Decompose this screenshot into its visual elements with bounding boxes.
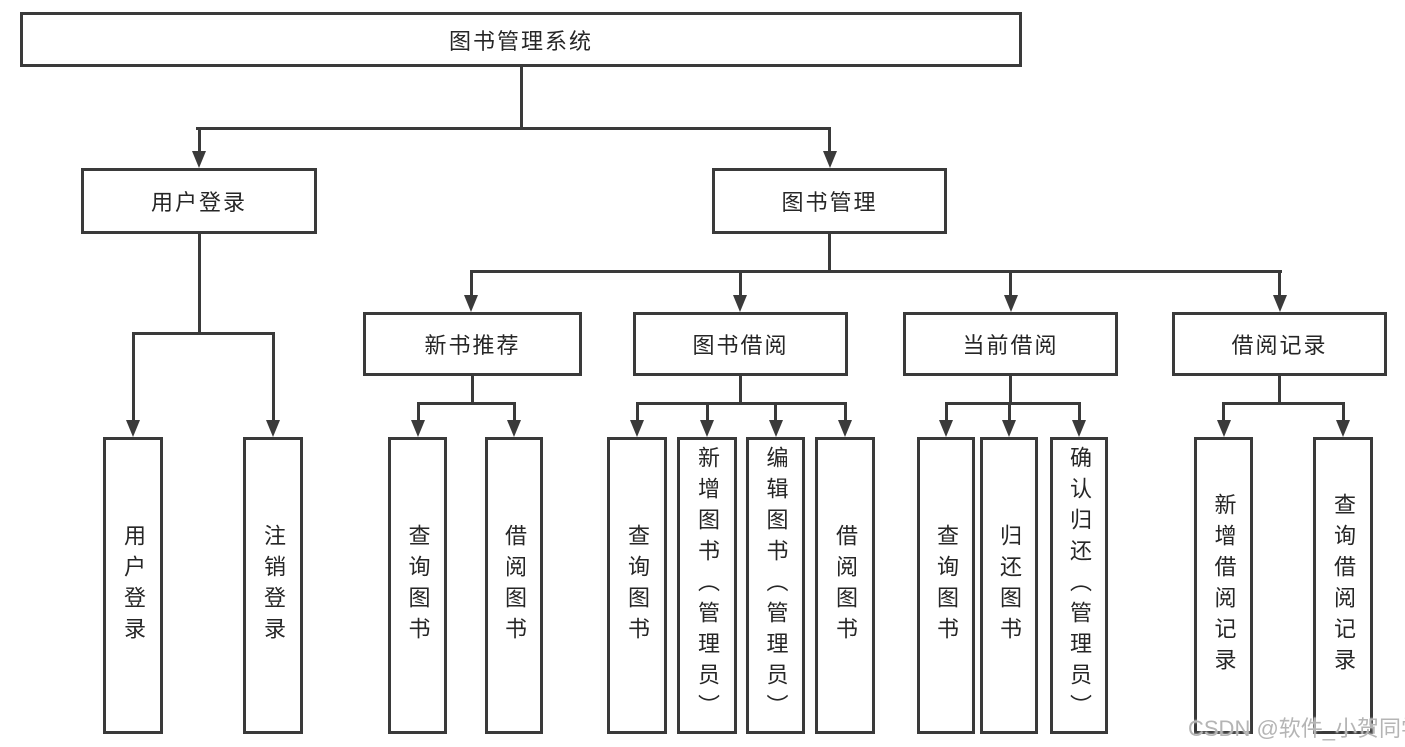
connector-arrow [939,420,953,437]
leaf-label: 新增图书（管理员） [695,446,720,725]
connector-line [416,402,420,420]
connector-line [1278,376,1281,404]
connector-line [1009,376,1012,404]
connector-arrow [1002,420,1016,437]
node-label: 图书借阅 [692,333,789,358]
node-label: 用户登录 [150,190,247,215]
leaf-label: 查询借阅记录 [1331,492,1356,679]
connector-arrow [822,151,837,168]
leaf-query-books-current: 查询图书 [917,437,975,734]
connector-line [738,270,742,296]
connector-line [131,332,135,420]
node-label: 新书推荐 [424,333,521,358]
leaf-label: 查询图书 [625,523,650,648]
connector-arrow [768,420,783,437]
csdn-watermark: CSDN @软件_小贺同学 [1188,716,1405,741]
connector-line [828,127,831,153]
connector-line [635,402,639,420]
connector-line [705,402,709,420]
connector-line [1278,270,1281,296]
connector-line [197,127,201,153]
node-current-borrow: 当前借阅 [903,312,1118,376]
connector-line [131,332,275,335]
connector-arrow [411,420,425,437]
leaf-query-books-borrow: 查询图书 [607,437,667,734]
connector-arrow [733,295,747,312]
leaf-return-book: 归还图书 [980,437,1038,734]
leaf-label: 用户登录 [121,523,146,648]
leaf-confirm-return-admin: 确认归还（管理员） [1050,437,1108,734]
node-label: 当前借阅 [962,333,1059,358]
node-label: 借阅记录 [1231,333,1328,358]
leaf-label: 借阅图书 [833,523,858,648]
connector-arrow [1003,295,1018,312]
connector-line [1007,402,1011,420]
node-user-login: 用户登录 [81,168,317,234]
leaf-label: 注销登录 [261,523,286,648]
leaf-label: 查询图书 [934,523,959,648]
connector-arrow [1336,420,1350,437]
connector-arrow [464,295,478,312]
leaf-edit-book-admin: 编辑图书（管理员） [746,437,805,734]
connector-line [635,402,847,405]
connector-arrow [838,420,852,437]
connector-arrow [700,420,714,437]
connector-line [271,332,275,420]
node-book-borrow: 图书借阅 [633,312,848,376]
leaf-label: 借阅图书 [502,523,527,648]
leaf-add-borrow-record: 新增借阅记录 [1194,437,1253,734]
connector-line [197,234,201,334]
node-borrow-records: 借阅记录 [1172,312,1387,376]
connector-line [471,376,474,404]
connector-arrow [507,420,521,437]
connector-line [1009,270,1012,296]
connector-arrow [1272,295,1287,312]
connector-line [1341,402,1345,420]
node-label: 图书管理 [781,190,878,215]
leaf-label: 新增借阅记录 [1211,492,1237,679]
connector-line [1222,402,1344,405]
connector-line [196,127,831,130]
leaf-borrow-books: 借阅图书 [815,437,875,734]
node-book-management: 图书管理 [712,168,947,234]
leaf-label: 编辑图书（管理员） [763,446,789,725]
node-library-management-system: 图书管理系统 [20,12,1022,67]
connector-line [469,270,1282,273]
leaf-add-book-admin: 新增图书（管理员） [677,437,737,734]
leaf-query-borrow-record: 查询借阅记录 [1313,437,1373,734]
connector-line [944,402,1081,405]
leaf-label: 确认归还（管理员） [1067,446,1092,725]
connector-arrow [192,151,206,168]
connector-arrow [630,420,644,437]
connector-line [519,65,523,130]
connector-arrow [266,420,280,437]
leaf-borrow-books-recommend: 借阅图书 [485,437,543,734]
leaf-label: 归还图书 [997,523,1022,648]
node-label: 图书管理系统 [448,28,593,54]
connector-arrow [126,420,140,437]
connector-arrow [1216,420,1231,437]
connector-line [1077,402,1081,420]
connector-line [739,376,742,404]
connector-line [416,402,516,405]
connector-line [944,402,948,420]
leaf-query-books-recommend: 查询图书 [388,437,447,734]
connector-line [469,270,473,296]
connector-line [843,402,847,420]
connector-line [774,402,777,420]
node-new-book-recommend: 新书推荐 [363,312,582,376]
connector-arrow [1072,420,1086,437]
leaf-user-login: 用户登录 [103,437,163,734]
connector-line [1222,402,1225,420]
leaf-label: 查询图书 [405,523,431,648]
connector-line [512,402,516,420]
connector-line [828,234,831,273]
leaf-logout: 注销登录 [243,437,303,734]
